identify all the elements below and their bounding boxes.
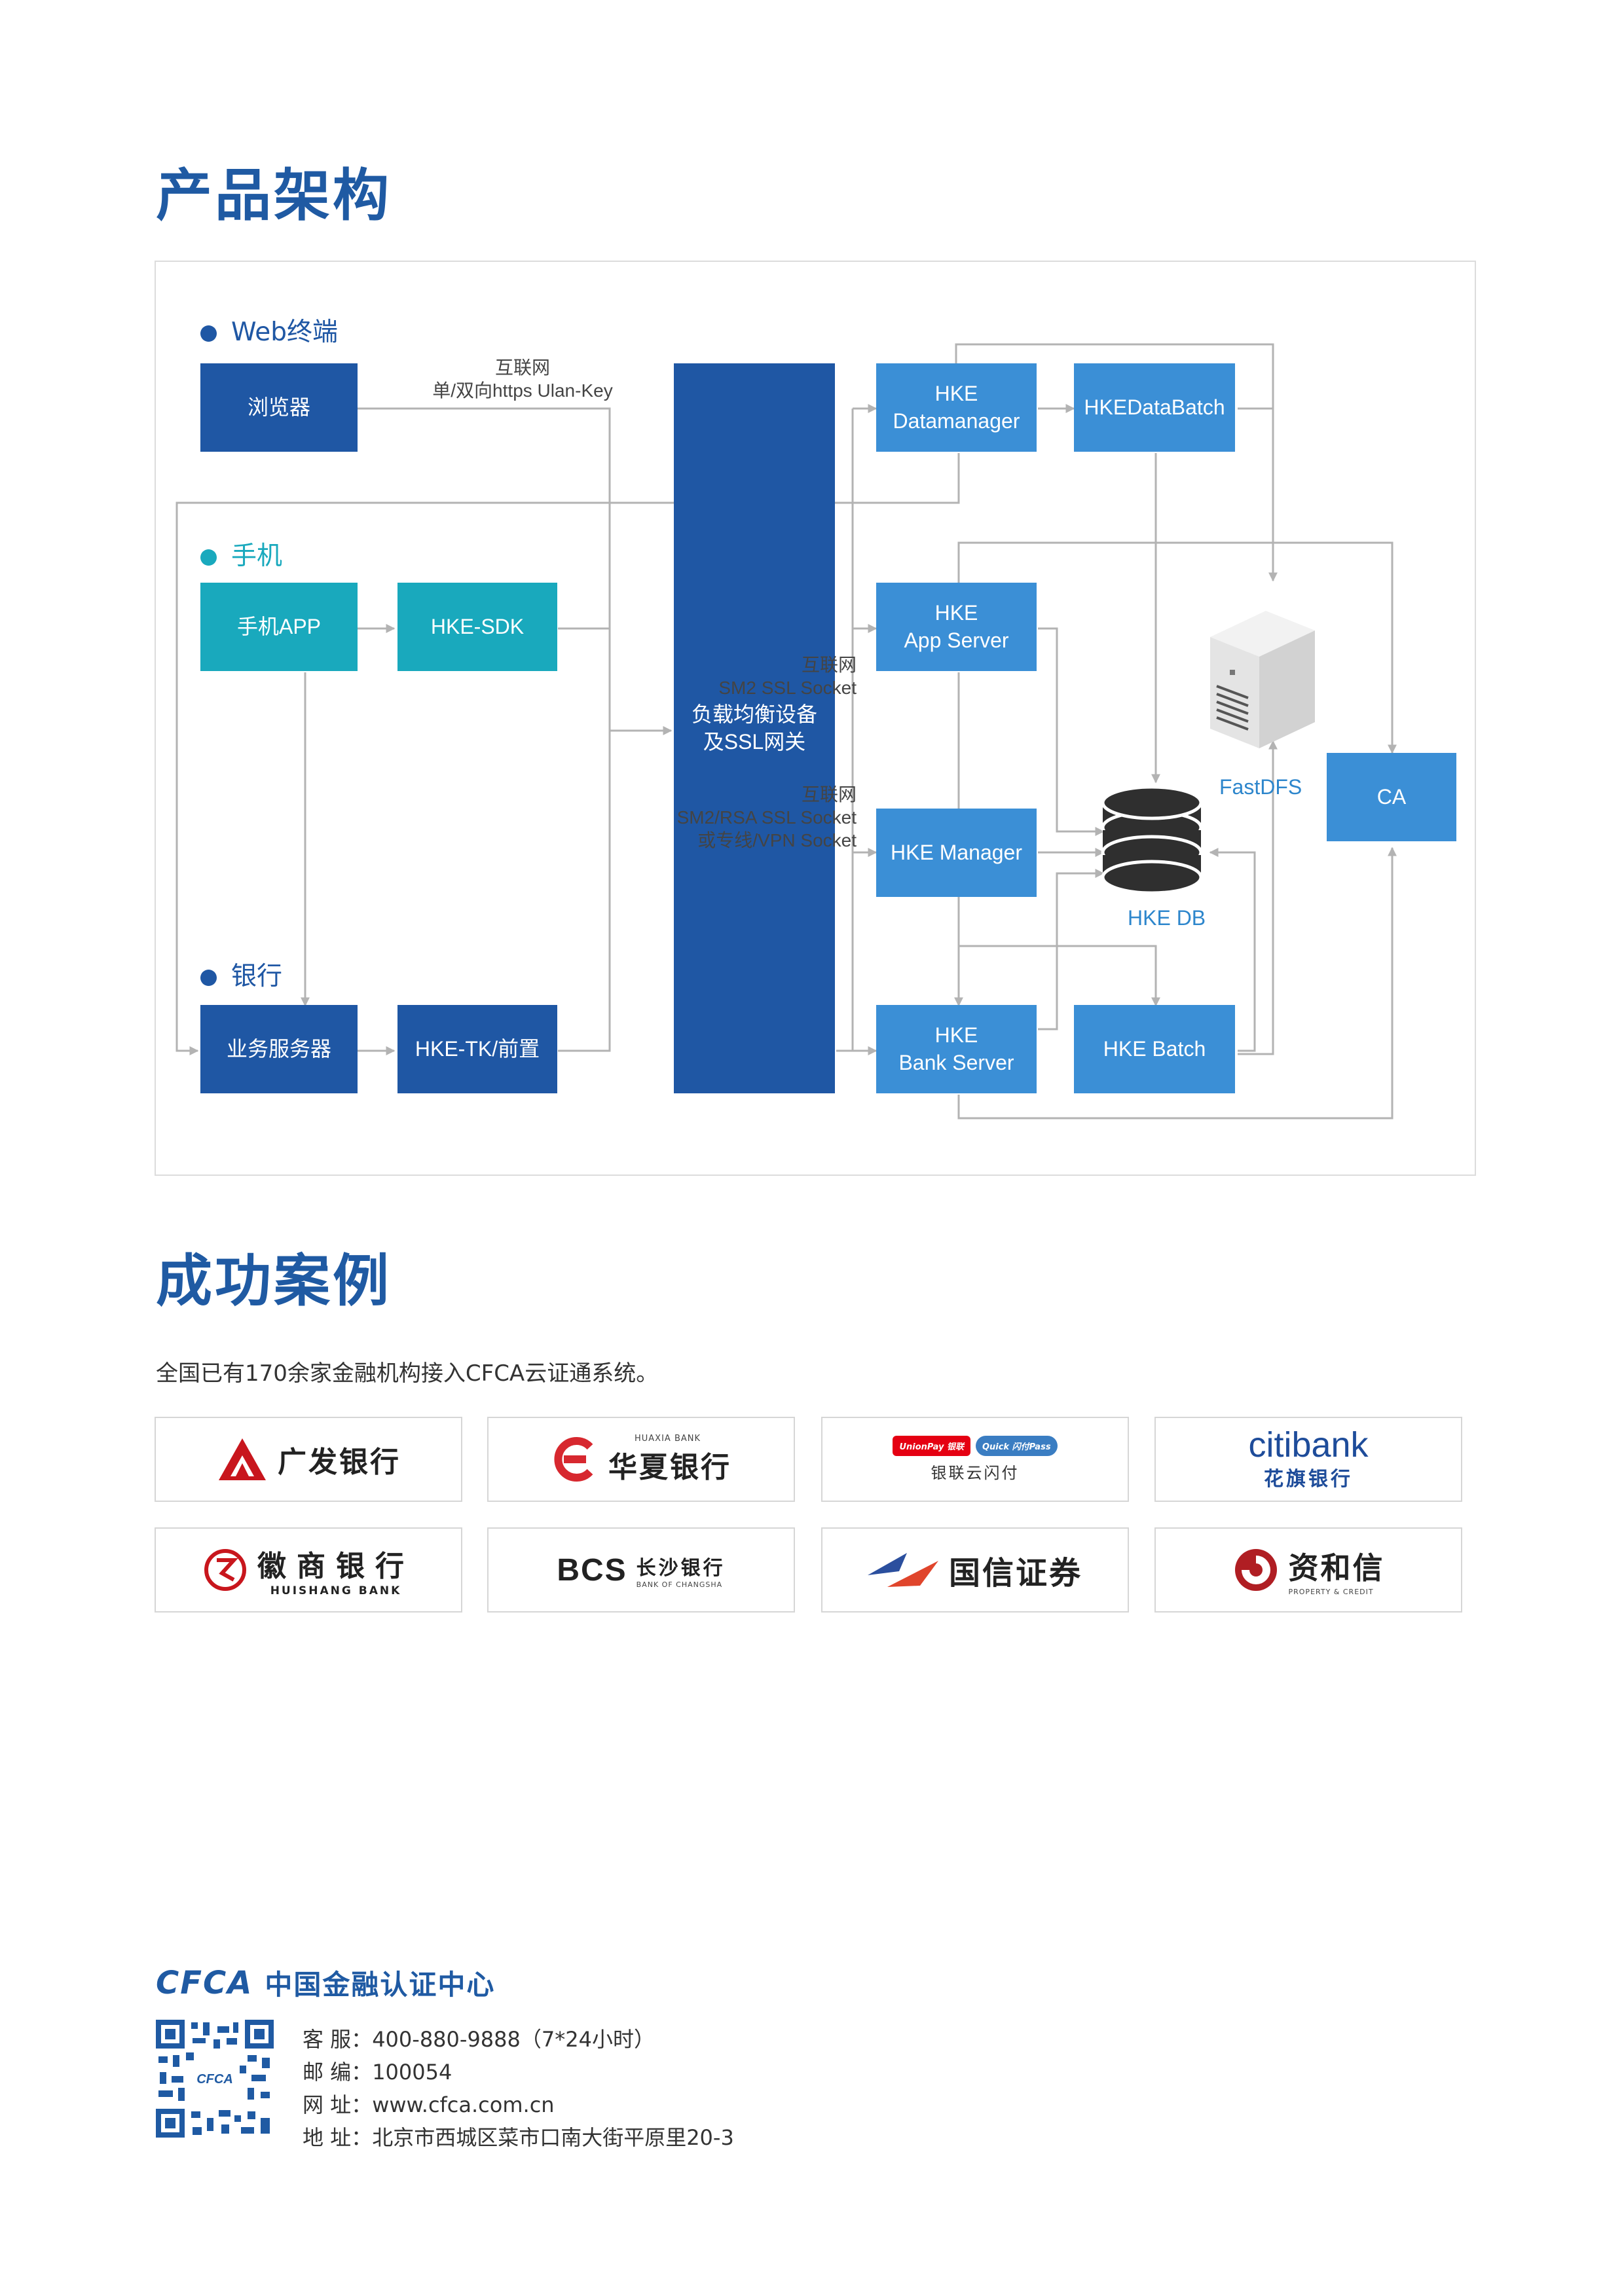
website-link[interactable]: www.cfca.com.cn <box>372 2092 555 2117</box>
zihexin-logo-icon <box>1234 1549 1277 1591</box>
cases-intro: 全国已有170余家金融机构接入CFCA云证通系统。 <box>156 1360 659 1387</box>
logo-changsha: BCS 长沙银行 BANK OF CHANGSHA <box>487 1527 795 1613</box>
logo-cgb: 广发银行 <box>155 1417 462 1502</box>
group-web-label: Web终端 <box>231 318 339 347</box>
changsha-name: 长沙银行 <box>636 1556 726 1580</box>
unionpay-marks: UnionPay 银联 Quick 闪付Pass <box>893 1436 1058 1456</box>
unionpay-badge: UnionPay 银联 <box>893 1436 970 1456</box>
cfca-org-name: 中国金融认证中心 <box>265 1969 496 2001</box>
hke-sdk-box: HKE-SDK <box>397 583 557 671</box>
architecture-title: 产品架构 <box>156 163 392 228</box>
changsha-sub: BANK OF CHANGSHA <box>636 1580 723 1589</box>
mobile-link-text: 互联网 SM2 SSL Socket <box>718 655 857 698</box>
contact-value: 100054 <box>372 2060 452 2085</box>
hke-app-server-box: HKE App Server <box>876 583 1037 671</box>
business-server-box: 业务服务器 <box>200 1005 358 1093</box>
database-icon <box>1101 785 1203 895</box>
contact-postcode: 邮 编：100054 <box>303 2056 452 2086</box>
group-bank: 银行 <box>200 956 282 993</box>
quickpass-badge: Quick 闪付Pass <box>975 1436 1058 1456</box>
huishang-text: 徽商银行 HUISHANG BANK <box>257 1542 415 1597</box>
hke-manager-box: HKE Manager <box>876 809 1037 897</box>
guosen-name: 国信证券 <box>948 1555 1082 1592</box>
logo-guosen: 国信证券 <box>821 1527 1129 1613</box>
cfca-logo: CFCA <box>156 1964 253 2001</box>
citibank-sub: 花旗银行 <box>1264 1468 1353 1491</box>
contact-label: 网 址： <box>303 2092 373 2117</box>
logo-unionpay: UnionPay 银联 Quick 闪付Pass 银联云闪付 <box>821 1417 1129 1502</box>
contact-website[interactable]: 网 址：www.cfca.com.cn <box>303 2088 555 2119</box>
bullet-dot <box>200 325 217 342</box>
contact-value: 400-880-9888（7*24小时） <box>372 2027 655 2052</box>
huaxia-logo-icon <box>554 1437 593 1482</box>
svg-text:CFCA: CFCA <box>196 2072 233 2086</box>
server-icon <box>1210 611 1315 748</box>
mobile-link-label: 互联网 SM2 SSL Socket <box>496 653 857 699</box>
mobile-app-box: 手机APP <box>200 583 358 671</box>
citibank-wordmark: citibank <box>1248 1425 1369 1465</box>
contact-label: 邮 编： <box>303 2060 373 2085</box>
hke-batch-box: HKE Batch <box>1074 1005 1235 1093</box>
hke-bank-server-box: HKE Bank Server <box>876 1005 1037 1093</box>
group-mobile-label: 手机 <box>231 541 283 571</box>
group-web: Web终端 <box>200 312 338 348</box>
changsha-mark: BCS <box>557 1552 627 1588</box>
ca-box: CA <box>1327 753 1456 841</box>
web-link-label: 互联网 单/双向https Ulan-Key <box>432 357 613 401</box>
group-mobile: 手机 <box>200 536 282 572</box>
zihexin-text: 资和信 PROPERTY & CREDIT <box>1289 1544 1385 1596</box>
zihexin-sub: PROPERTY & CREDIT <box>1288 1587 1374 1596</box>
hke-databatch-box: HKEDataBatch <box>1074 363 1235 452</box>
contact-label: 客 服： <box>303 2027 373 2052</box>
group-bank-label: 银行 <box>231 962 283 991</box>
huishang-sub: HUISHANG BANK <box>270 1584 402 1597</box>
footer-brand: CFCA 中国金融认证中心 <box>156 1963 495 2003</box>
contact-address: 地 址：北京市西城区菜市口南大街平原里20-3 <box>303 2121 734 2151</box>
logo-huishang: 徽商银行 HUISHANG BANK <box>155 1527 462 1613</box>
guosen-logo-icon <box>867 1553 938 1587</box>
architecture-diagram: Web终端 手机 银行 浏览器 手机APP HKE-SDK 业务服务器 HKE-… <box>155 261 1476 1176</box>
huaxia-text: HUAXIA BANK 华夏银行 <box>608 1434 731 1485</box>
cgb-name: 广发银行 <box>278 1446 401 1479</box>
bank-link-label: 互联网 SM2/RSA SSL Socket 或专线/VPN Socket <box>496 783 857 852</box>
huishang-logo-icon <box>204 1549 246 1591</box>
changsha-text: 长沙银行 BANK OF CHANGSHA <box>637 1552 726 1589</box>
contact-service: 客 服：400-880-9888（7*24小时） <box>303 2023 655 2053</box>
unionpay-name: 银联云闪付 <box>931 1464 1020 1482</box>
zihexin-name: 资和信 <box>1288 1550 1385 1586</box>
bank-link-text: 互联网 SM2/RSA SSL Socket 或专线/VPN Socket <box>676 784 857 850</box>
connector-lines <box>175 343 1397 1120</box>
cases-title: 成功案例 <box>156 1248 392 1314</box>
cgb-logo-icon <box>219 1438 266 1480</box>
huishang-name: 徽商银行 <box>257 1550 415 1583</box>
hke-tk-box: HKE-TK/前置 <box>397 1005 557 1093</box>
bullet-dot <box>200 970 217 986</box>
huaxia-name: 华夏银行 <box>608 1450 731 1484</box>
logo-citibank: citibank 花旗银行 <box>1154 1417 1462 1502</box>
contact-label: 地 址： <box>303 2125 373 2150</box>
hke-datamanager-box: HKE Datamanager <box>876 363 1037 452</box>
hke-db-label: HKE DB <box>1128 906 1206 930</box>
logo-zihexin: 资和信 PROPERTY & CREDIT <box>1154 1527 1462 1613</box>
gateway-box: 负载均衡设备 及SSL网关 <box>674 363 835 1093</box>
qr-code-icon: CFCA <box>156 2020 274 2138</box>
browser-box: 浏览器 <box>200 363 358 452</box>
fastdfs-label: FastDFS <box>1219 775 1302 799</box>
logo-huaxia: HUAXIA BANK 华夏银行 <box>487 1417 795 1502</box>
huaxia-sub: HUAXIA BANK <box>635 1433 701 1444</box>
contact-value: 北京市西城区菜市口南大街平原里20-3 <box>372 2125 734 2150</box>
bullet-dot <box>200 549 217 566</box>
